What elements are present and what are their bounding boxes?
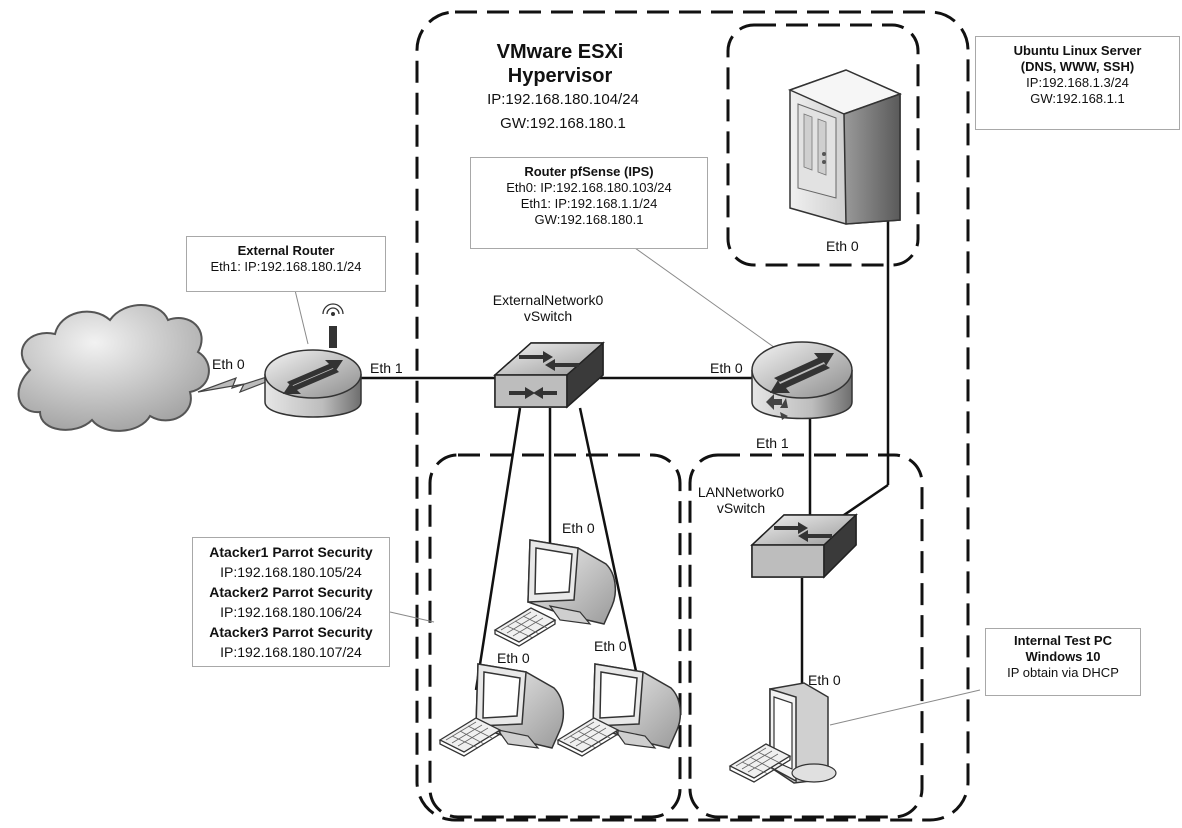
pfsense-eth0: Eth0: IP:192.168.180.103/24	[506, 180, 672, 195]
internal-pc-title-line1: Internal Test PC	[1013, 633, 1112, 648]
internal-pc-port: Eth 0	[808, 672, 841, 688]
attacker1-ip: IP:192.168.180.105/24	[220, 564, 362, 580]
attacker3-ip: IP:192.168.180.107/24	[220, 644, 362, 660]
external-vswitch-icon	[493, 341, 605, 409]
ubuntu-server-icon	[787, 69, 903, 225]
attacker2-title: Atacker2 Parrot Security	[209, 584, 373, 600]
external-router-callout: External Router Eth1: IP:192.168.180.1/2…	[186, 236, 386, 292]
pfsense-eth0-port: Eth 0	[710, 360, 743, 376]
internet-cloud	[17, 304, 210, 432]
attacker-pc-right-icon	[557, 663, 682, 757]
ubuntu-port-label: Eth 0	[826, 238, 859, 254]
hypervisor-title-line1: VMware ESXi	[496, 41, 624, 63]
attacker-left-port: Eth 0	[497, 650, 530, 666]
attackers-callout: Atacker1 Parrot Security IP:192.168.180.…	[192, 537, 390, 667]
pfsense-callout: Router pfSense (IPS) Eth0: IP:192.168.18…	[470, 157, 708, 249]
internal-pc-title-line2: Windows 10	[1025, 649, 1101, 664]
ubuntu-ip: IP:192.168.1.3/24	[1026, 75, 1129, 90]
ubuntu-title-line2: (DNS, WWW, SSH)	[1020, 59, 1135, 74]
lan-vswitch-line2: vSwitch	[716, 500, 766, 516]
lan-vswitch-label: LANNetwork0 vSwitch	[686, 484, 796, 516]
external-router-eth0-port: Eth 0	[212, 356, 245, 372]
attacker-right-port: Eth 0	[594, 638, 627, 654]
external-vswitch-label: ExternalNetwork0 vSwitch	[468, 292, 628, 324]
internal-pc-icon	[769, 682, 837, 784]
ubuntu-gw: GW:192.168.1.1	[1030, 91, 1125, 106]
pfsense-eth1-port: Eth 1	[756, 435, 789, 451]
pfsense-eth1: Eth1: IP:192.168.1.1/24	[520, 196, 658, 211]
attacker-pc-top-icon	[494, 539, 617, 647]
internal-pc-callout: Internal Test PC Windows 10 IP obtain vi…	[985, 628, 1141, 696]
lan-vswitch-icon	[750, 513, 858, 579]
ubuntu-title-line1: Ubuntu Linux Server	[1013, 43, 1142, 58]
connection-lines	[360, 220, 890, 691]
ubuntu-server-callout: Ubuntu Linux Server (DNS, WWW, SSH) IP:1…	[975, 36, 1180, 130]
attacker1-title: Atacker1 Parrot Security	[209, 544, 373, 560]
pfsense-router-icon	[751, 341, 853, 420]
pfsense-gw: GW:192.168.180.1	[534, 212, 644, 227]
external-router-eth1-port: Eth 1	[370, 360, 403, 376]
lan-group-boundary	[688, 453, 924, 819]
pfsense-title: Router pfSense (IPS)	[524, 164, 654, 179]
hypervisor-boundary	[415, 10, 970, 822]
hypervisor-gw: GW:192.168.180.1	[500, 115, 626, 132]
lan-vswitch-line1: LANNetwork0	[697, 484, 785, 500]
attacker3-title: Atacker3 Parrot Security	[209, 624, 373, 640]
external-router-eth1: Eth1: IP:192.168.180.1/24	[210, 259, 362, 274]
server-group-boundary	[726, 23, 920, 267]
internal-pc-note: IP obtain via DHCP	[1007, 665, 1119, 680]
external-router-title: External Router	[237, 243, 335, 258]
hypervisor-title: VMware ESXi Hypervisor	[485, 40, 635, 88]
attacker-top-port: Eth 0	[562, 520, 595, 536]
attacker2-ip: IP:192.168.180.106/24	[220, 604, 362, 620]
wan-link-icon	[197, 374, 272, 394]
hypervisor-ip: IP:192.168.180.104/24	[487, 91, 639, 108]
hypervisor-title-line2: Hypervisor	[507, 65, 613, 87]
attacker-pc-left-icon	[439, 663, 565, 757]
attackers-group-boundary	[428, 453, 682, 819]
external-vswitch-line2: vSwitch	[523, 308, 573, 324]
external-router-icon	[264, 303, 362, 418]
external-vswitch-line1: ExternalNetwork0	[492, 292, 604, 308]
